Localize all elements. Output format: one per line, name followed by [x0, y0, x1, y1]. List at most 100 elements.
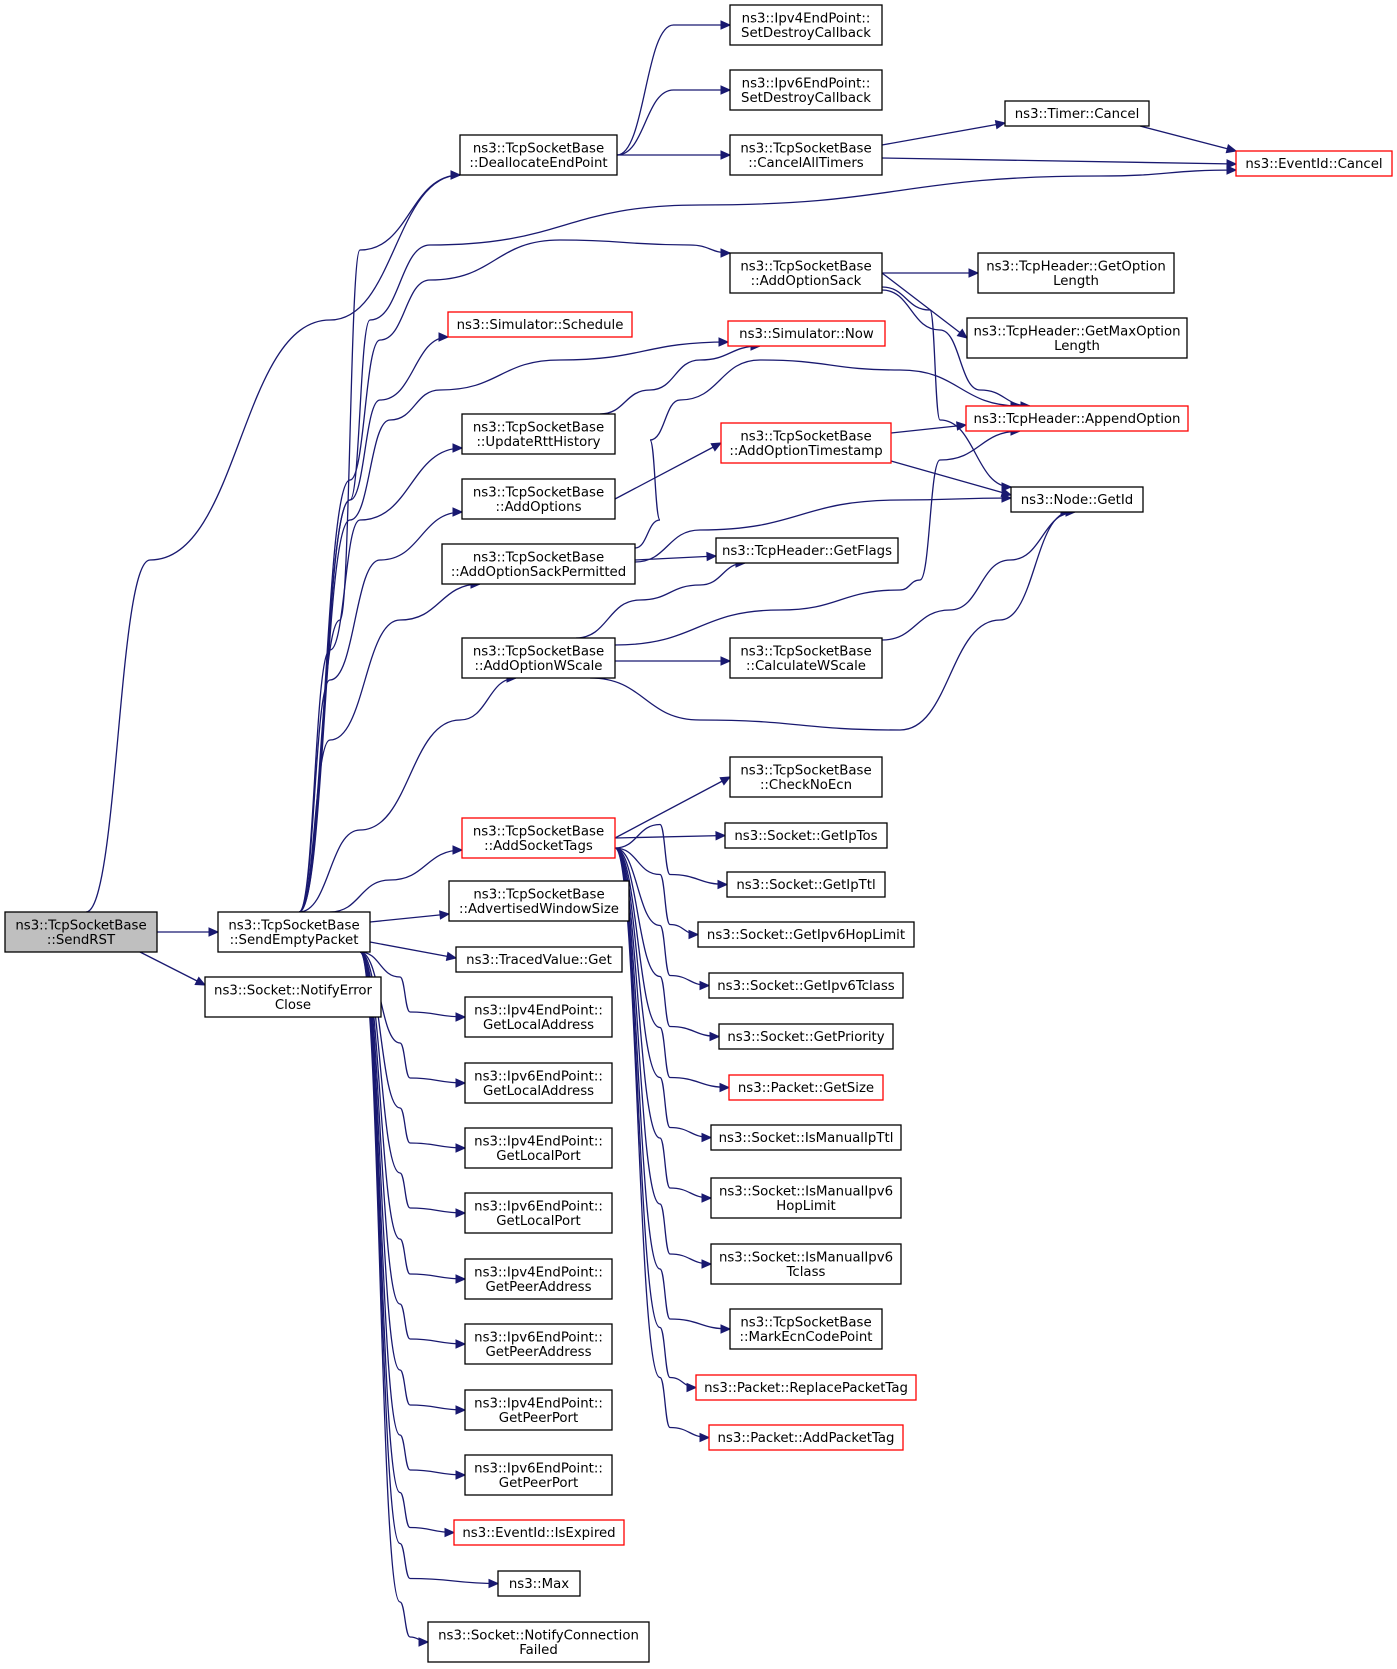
function-node[interactable]: ns3::TcpSocketBase::SendEmptyPacket: [217, 911, 371, 953]
node-label-line: ns3::TcpHeader::GetFlags: [722, 544, 892, 559]
function-node[interactable]: ns3::TcpSocketBase::UpdateRttHistory: [461, 413, 616, 455]
edge-arrowhead: [720, 248, 732, 258]
function-node[interactable]: ns3::TcpSocketBase::AddOptionSack: [729, 252, 883, 294]
node-label-line: ns3::Ipv4EndPoint::: [474, 1396, 603, 1411]
function-node[interactable]: ns3::TcpSocketBase::AdvertisedWindowSize: [448, 880, 630, 922]
edge-line: [634, 359, 1021, 549]
function-node[interactable]: ns3::Ipv4EndPoint::GetPeerAddress: [464, 1258, 613, 1300]
function-node[interactable]: ns3::TcpSocketBase::CheckNoEcn: [729, 756, 883, 798]
node-label-line: ns3::Packet::GetSize: [738, 1081, 874, 1096]
node-label-line: ns3::TcpSocketBase: [473, 550, 604, 565]
function-node[interactable]: ns3::TcpSocketBase::MarkEcnCodePoint: [729, 1308, 883, 1350]
edge-line: [614, 847, 712, 1265]
function-node[interactable]: ns3::TcpSocketBase::AddOptions: [461, 478, 616, 520]
call-edge-n23-n40: [614, 847, 713, 1269]
node-label-line: ::SendRST: [47, 933, 116, 948]
function-node[interactable]: ns3::TracedValue::Get: [455, 946, 623, 973]
edge-line: [1139, 125, 1237, 152]
node-label-line: ns3::Ipv6EndPoint::: [474, 1199, 603, 1214]
edge-line: [298, 341, 729, 913]
function-node[interactable]: ns3::Simulator::Schedule: [447, 311, 633, 338]
node-label-line: SetDestroyCallback: [741, 26, 871, 41]
function-node[interactable]: ns3::Packet::AddPacketTag: [708, 1424, 904, 1451]
function-node[interactable]: ns3::EventId::Cancel: [1235, 150, 1393, 177]
function-node[interactable]: ns3::Packet::ReplacePacketTag: [695, 1374, 917, 1401]
edge-arrowhead: [968, 268, 980, 278]
edge-line: [298, 239, 731, 913]
function-node[interactable]: ns3::Ipv6EndPoint::GetLocalPort: [464, 1192, 613, 1234]
function-node[interactable]: ns3::TcpSocketBase::DeallocateEndPoint: [459, 134, 618, 176]
node-box: [729, 756, 883, 798]
function-node[interactable]: ns3::TcpHeader::GetFlags: [715, 537, 899, 564]
function-node[interactable]: ns3::Ipv6EndPoint::SetDestroyCallback: [729, 69, 883, 111]
call-edge-n17-n16: [614, 442, 723, 500]
function-node[interactable]: ns3::Ipv6EndPoint::GetPeerAddress: [464, 1323, 613, 1365]
call-edge-n15-n13: [599, 341, 762, 415]
edge-line: [329, 849, 463, 913]
function-node[interactable]: ns3::TcpSocketBase::AddOptionWScale: [461, 637, 616, 679]
call-edge-n23-n32: [614, 847, 721, 1042]
function-node[interactable]: ns3::Ipv4EndPoint::GetLocalAddress: [464, 996, 613, 1038]
edge-line: [614, 823, 728, 886]
function-node[interactable]: ns3::Ipv4EndPoint::SetDestroyCallback: [729, 4, 883, 46]
node-box: [727, 320, 886, 347]
function-node[interactable]: ns3::Socket::GetIpTos: [724, 822, 888, 849]
edge-line: [359, 951, 466, 1411]
node-label-line: ns3::TcpSocketBase: [740, 1315, 871, 1330]
function-node[interactable]: ns3::Packet::GetSize: [728, 1074, 884, 1101]
edge-arrowhead: [701, 1259, 713, 1269]
node-label-line: ns3::Simulator::Now: [739, 327, 874, 342]
node-label-line: ns3::TcpHeader::AppendOption: [974, 412, 1181, 427]
function-node[interactable]: ns3::Socket::GetIpv6HopLimit: [697, 921, 915, 948]
function-node[interactable]: ns3::Socket::GetIpTtl: [726, 871, 886, 898]
node-box: [453, 1519, 625, 1546]
function-node[interactable]: ns3::Ipv4EndPoint::GetLocalPort: [464, 1127, 613, 1169]
function-node[interactable]: ns3::TcpSocketBase::AddSocketTags: [461, 817, 616, 859]
edge-line: [359, 951, 429, 1643]
node-box: [718, 1023, 894, 1050]
function-node[interactable]: ns3::TcpSocketBase::AddOptionTimestamp: [720, 422, 892, 464]
function-node[interactable]: ns3::Ipv6EndPoint::GetPeerPort: [464, 1454, 613, 1496]
edge-line: [614, 430, 1021, 646]
call-edge-n0-n1: [157, 927, 220, 937]
edge-arrowhead: [699, 1432, 711, 1443]
node-box: [461, 413, 616, 455]
node-label-line: ::MarkEcnCodePoint: [740, 1330, 873, 1345]
node-label-line: ::AddOptionSackPermitted: [451, 565, 626, 580]
edge-line: [298, 447, 463, 913]
function-node[interactable]: ns3::TcpSocketBase::CancelAllTimers: [729, 134, 883, 176]
node-label-line: ::DeallocateEndPoint: [469, 156, 607, 171]
function-node[interactable]: ns3::Socket::GetPriority: [718, 1023, 894, 1050]
function-node[interactable]: ns3::TcpSocketBase::AddOptionSackPermitt…: [441, 543, 636, 585]
function-node[interactable]: ns3::EventId::IsExpired: [453, 1519, 625, 1546]
edge-arrowhead: [719, 776, 732, 786]
function-node[interactable]: ns3::Timer::Cancel: [1004, 100, 1150, 127]
edge-arrowhead: [710, 442, 723, 452]
call-edge-n1-n19: [298, 579, 482, 913]
function-node[interactable]: ns3::Ipv4EndPoint::GetPeerPort: [464, 1389, 613, 1431]
edge-line: [139, 951, 206, 986]
function-node[interactable]: ns3::Socket::GetIpv6Tclass: [708, 972, 904, 999]
function-node[interactable]: ns3::Node::GetId: [1010, 486, 1144, 513]
function-node[interactable]: ns3::Max: [497, 1570, 581, 1597]
function-node[interactable]: ns3::TcpHeader::AppendOption: [965, 405, 1189, 432]
node-box: [464, 1062, 613, 1104]
call-edge-n23-n34: [614, 847, 731, 1093]
node-label-line: ns3::EventId::IsExpired: [462, 1526, 615, 1541]
function-node[interactable]: ns3::Ipv6EndPoint::GetLocalAddress: [464, 1062, 613, 1104]
node-label-line: ns3::Ipv6EndPoint::: [742, 76, 871, 91]
function-node[interactable]: ns3::Socket::IsManualIpTtl: [710, 1124, 902, 1151]
function-node[interactable]: ns3::TcpSocketBase::CalculateWScale: [729, 637, 883, 679]
function-node[interactable]: ns3::Simulator::Now: [727, 320, 886, 347]
edge-arrowhead: [715, 830, 727, 841]
function-node: ns3::TcpSocketBase::SendRST: [4, 911, 158, 953]
edge-arrowhead: [994, 119, 1007, 130]
edge-arrowhead: [455, 1274, 467, 1284]
call-edge-n23-n28: [614, 847, 700, 940]
